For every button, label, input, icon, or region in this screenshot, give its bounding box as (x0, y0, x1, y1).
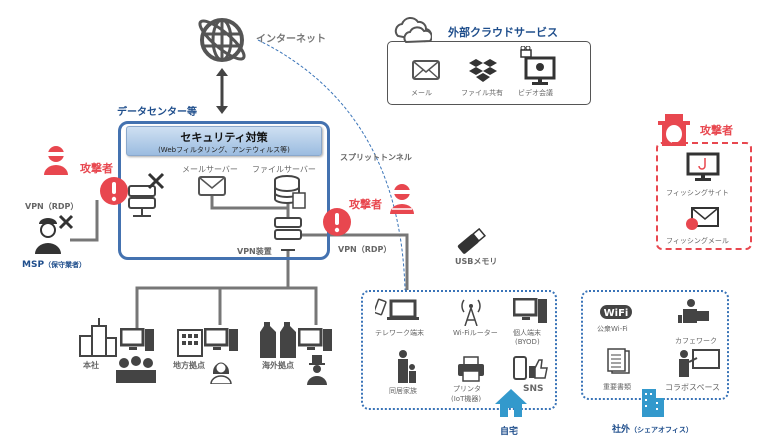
internet-globe-icon (196, 14, 250, 72)
regional-office-building-icon (176, 328, 206, 362)
home-title: 自宅 (500, 427, 519, 437)
home-sns-label: SNS (523, 384, 544, 394)
home-house-icon (494, 388, 528, 422)
alert-center-icon (322, 207, 352, 241)
office-documents-label: 重要書類 (603, 383, 631, 391)
security-subtitle: (Webフィルタリング、アンテウィルス等) (158, 146, 290, 154)
mail-server-icon (198, 176, 226, 200)
collab-space-icon (677, 348, 721, 382)
wifi-router-icon (459, 296, 483, 330)
phishing-site-monitor-icon (686, 152, 720, 186)
overseas-gentleman-icon (306, 355, 328, 389)
personal-pc-icon (512, 297, 549, 330)
public-wifi-icon: WiFi (599, 304, 633, 324)
vpn-device-icon (274, 217, 302, 245)
family-icon (395, 350, 417, 388)
split-tunnel-label: スプリットトンネル (340, 153, 412, 162)
cloud-video-label: ビデオ会議 (518, 89, 553, 97)
printer-icon (457, 356, 485, 386)
msp-subtitle: （保守業者） (44, 261, 87, 269)
phishing-site-label: フィッシングサイト (666, 189, 729, 197)
datacenter-title: データセンター等 (117, 107, 197, 118)
office-title-main: 社外 (612, 425, 631, 435)
branch-hq-label: 本社 (83, 361, 99, 370)
security-banner: セキュリティ対策 (Webフィルタリング、アンテウィルス等) (126, 126, 322, 156)
cloud-title: 外部クラウドサービス (448, 26, 558, 39)
home-byod-label: (BYOD) (515, 338, 540, 346)
attacker-right-label: 攻撃者 (700, 124, 733, 137)
video-conference-icon (520, 45, 560, 90)
file-server-database-icon (273, 175, 309, 213)
usb-memory-icon (455, 227, 487, 258)
msp-title: MSP（保守業者） (22, 260, 86, 270)
overseas-building-icon (258, 320, 300, 362)
office-public-wifi-label: 公衆Wi-Fi (597, 325, 628, 333)
important-documents-icon (607, 348, 631, 378)
attacker-left-label: 攻撃者 (80, 162, 113, 175)
headquarters-building-icon (78, 318, 118, 362)
attacker-center-icon (388, 182, 416, 218)
hq-people-icon (114, 356, 158, 388)
vpn-rdp-label: VPN（RDP） (338, 245, 392, 254)
telework-laptop-icon (373, 298, 425, 326)
office-collab-label: コラボスペース (665, 383, 721, 392)
office-title: 社外（シェアオフィス） (612, 422, 693, 435)
server-tools-icon (127, 170, 167, 224)
attacker-right-icon (656, 114, 692, 152)
dropbox-icon (468, 57, 498, 89)
phishing-mail-label: フィッシングメール (666, 237, 729, 245)
cloud-file-share-label: ファイル共有 (461, 89, 503, 97)
cloud-mail-label: メール (411, 89, 432, 97)
home-wifi-router-label: Wi-Fiルーター (453, 329, 498, 337)
home-family-label: 同居家族 (389, 387, 417, 395)
shared-office-box: WiFi 公衆Wi-Fi カフェワーク 重要書類 コラボスペース (581, 290, 729, 400)
security-title: セキュリティ対策 (180, 131, 268, 144)
mail-server-label: メールサーバー (182, 165, 238, 174)
phishing-mail-icon (684, 206, 720, 236)
branch-regional-label: 地方拠点 (173, 361, 205, 370)
file-server-label: ファイルサーバー (252, 165, 316, 174)
attacker-left-icon (42, 145, 70, 179)
home-printer-label: プリンタ (453, 385, 481, 393)
attacker-center-label: 攻撃者 (349, 198, 382, 211)
regional-pc-icon (203, 327, 240, 358)
home-personal-label: 個人端末 (513, 329, 541, 337)
cloud-icon (392, 14, 433, 48)
hq-pc-icon (119, 327, 156, 358)
alert-left-icon (99, 176, 129, 210)
svg-text:WiFi: WiFi (604, 308, 629, 319)
phishing-box: フィッシングサイト フィッシングメール (656, 142, 752, 250)
internet-label: インターネット (256, 34, 326, 45)
office-building-icon (641, 388, 665, 422)
overseas-pc-icon (297, 327, 334, 358)
vpn-device-label: VPN装置 (237, 247, 272, 256)
msp-name: MSP (22, 260, 45, 270)
sns-phone-thumbs-icon (513, 356, 549, 384)
cafe-work-icon (677, 298, 711, 330)
office-title-sub: （シェアオフィス） (630, 426, 693, 434)
mail-icon (412, 60, 440, 84)
regional-woman-icon (210, 358, 232, 388)
home-box: テレワーク端末 Wi-Fiルーター 個人端末 (BYOD) 同居家族 プリンタ … (361, 290, 557, 410)
branch-overseas-label: 海外拠点 (262, 361, 294, 370)
usb-memory-label: USBメモリ (455, 257, 498, 266)
msp-vpn-label: VPN（RDP） (25, 202, 79, 211)
msp-technician-icon (34, 212, 74, 260)
office-cafe-label: カフェワーク (675, 337, 717, 345)
home-iot-label: (IoT機器) (451, 395, 482, 403)
cloud-services-box: メール ファイル共有 ビデオ会議 (387, 41, 591, 105)
home-telework-label: テレワーク端末 (375, 329, 424, 337)
